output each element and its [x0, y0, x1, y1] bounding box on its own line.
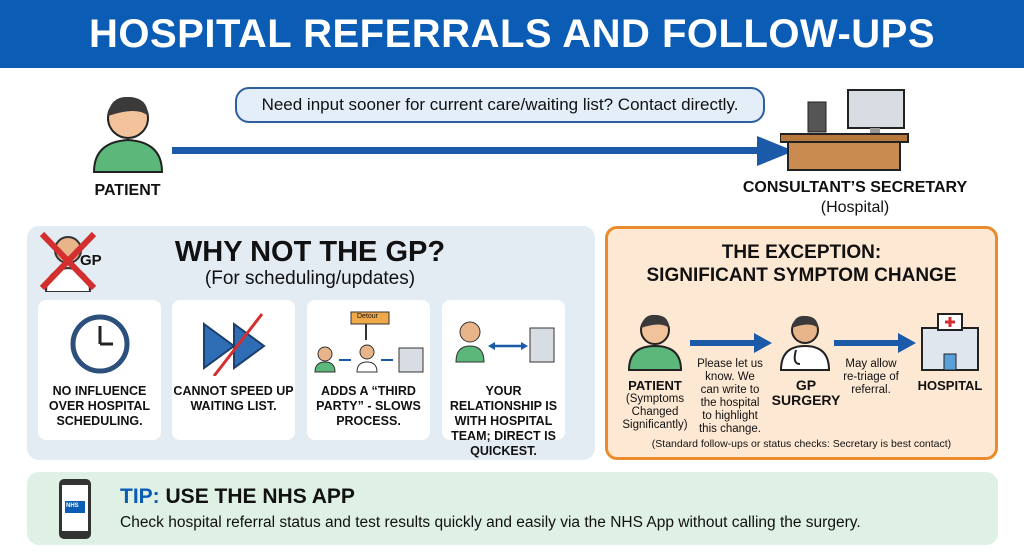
- why-title: WHY NOT THE GP?: [174, 236, 446, 268]
- tip-text: Check hospital referral status and test …: [120, 514, 861, 531]
- why-subtitle: (For scheduling/updates): [204, 268, 416, 289]
- tip-title: TIP: USE THE NHS APP: [120, 485, 355, 509]
- card-third-party: Detour ADDS A “THIRD PARTY” - SLOWS PROC…: [307, 300, 430, 440]
- nhs-logo: NHS: [66, 503, 79, 509]
- card-relationship: YOUR RELATIONSHIP IS WITH HOSPITAL TEAM;…: [442, 300, 565, 458]
- card-cannot-speed-up: CANNOT SPEED UP WAITING LIST.: [172, 300, 295, 440]
- tip-panel: [27, 472, 998, 545]
- exception-hospital: HOSPITAL: [917, 378, 983, 393]
- patient-icon: [627, 314, 683, 371]
- phone-nhs-app-icon: [59, 479, 91, 539]
- page-title: HOSPITAL REFERRALS AND FOLLOW-UPS: [0, 0, 1024, 68]
- exception-title-1: THE EXCEPTION:: [721, 242, 882, 263]
- card-text: ADDS A “THIRD PARTY” - SLOWS PROCESS.: [316, 384, 421, 428]
- arrow-right-icon: [172, 136, 794, 166]
- detour-flow-icon: [314, 311, 424, 373]
- secretary-label: CONSULTANT’S SECRETARY: [742, 179, 968, 196]
- patient-label: PATIENT: [94, 182, 161, 199]
- clock-icon: [70, 314, 130, 374]
- gp-badge: GP: [80, 252, 102, 269]
- fast-forward-crossed-icon: [203, 313, 266, 376]
- desk-phone-icon: [780, 89, 909, 171]
- card-text: YOUR RELATIONSHIP IS WITH HOSPITAL TEAM;…: [449, 384, 558, 458]
- exception-gp: GP SURGERY: [771, 377, 841, 408]
- exception-patient-sub: (Symptoms Changed Significantly): [622, 393, 688, 431]
- exception-note-2: May allow re-triage of referral.: [843, 358, 899, 396]
- doctor-icon: [779, 315, 831, 371]
- patient-hospital-link-icon: [455, 321, 555, 363]
- detour-sign: Detour: [357, 313, 379, 320]
- tip-label: TIP:: [120, 485, 160, 508]
- exception-title-2: SIGNIFICANT SYMPTOM CHANGE: [646, 265, 957, 286]
- card-no-influence: NO INFLUENCE OVER HOSPITAL SCHEDULING.: [38, 300, 161, 440]
- crossed-gp-icon: [39, 231, 97, 292]
- arrow-right-icon: [690, 333, 772, 353]
- exception-patient: PATIENT: [628, 378, 682, 393]
- card-text: CANNOT SPEED UP WAITING LIST.: [173, 384, 294, 413]
- hospital-icon: [921, 313, 979, 371]
- patient-icon: [92, 96, 164, 173]
- speech-bubble: Need input sooner for current care/waiti…: [235, 87, 765, 123]
- arrow-right-icon: [834, 333, 916, 353]
- exception-note-1: Please let us know. We can write to the …: [697, 358, 763, 435]
- exception-footer: (Standard follow-ups or status checks: S…: [651, 438, 952, 450]
- secretary-sub: (Hospital): [820, 199, 890, 216]
- card-text: NO INFLUENCE OVER HOSPITAL SCHEDULING.: [48, 384, 151, 428]
- tip-heading: USE THE NHS APP: [165, 485, 355, 508]
